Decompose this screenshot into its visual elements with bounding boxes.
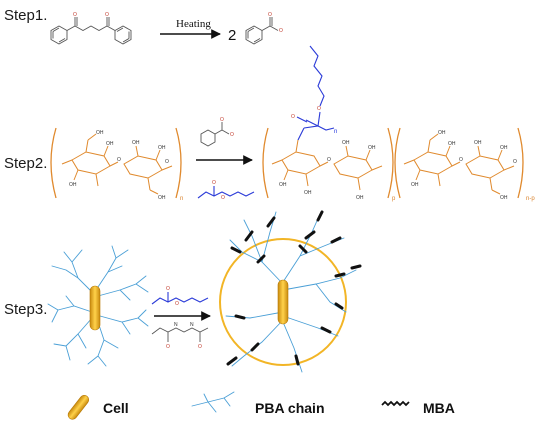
legend: Cell PBA chain MBA <box>67 391 455 420</box>
heating-condition: Heating <box>176 18 211 30</box>
svg-text:OH: OH <box>132 140 140 146</box>
legend-pba-chain-label: PBA chain <box>255 400 325 416</box>
subscript-n: n <box>180 196 183 202</box>
svg-text:O: O <box>220 117 224 123</box>
svg-text:O: O <box>221 195 225 201</box>
cell-rod-icon <box>277 279 289 325</box>
svg-text:OH: OH <box>474 140 482 146</box>
cellulose-repeat-unit: OH OH OH O OH OH OH O n <box>50 127 183 202</box>
svg-text:OH: OH <box>96 130 104 136</box>
svg-text:OH: OH <box>448 141 456 147</box>
svg-text:OH: OH <box>438 130 446 136</box>
svg-text:OH: OH <box>69 182 77 188</box>
encapsulation-shell <box>219 238 347 366</box>
svg-text:O: O <box>212 180 216 186</box>
svg-text:O: O <box>165 159 169 165</box>
legend-cell-icon <box>67 395 90 420</box>
crosslinked-cell-product <box>219 210 362 373</box>
svg-text:O: O <box>279 28 283 34</box>
svg-text:O: O <box>175 301 179 307</box>
svg-text:n: n <box>334 129 337 135</box>
svg-text:O: O <box>317 106 321 112</box>
svg-text:OH: OH <box>342 140 350 146</box>
cell-with-pba-chains <box>47 245 149 367</box>
svg-text:O: O <box>73 12 77 18</box>
subscript-p: p <box>392 196 396 202</box>
svg-text:OH: OH <box>500 145 508 151</box>
svg-text:O: O <box>105 12 109 18</box>
subscript-n-minus-p: n-p <box>526 196 535 202</box>
step2-reagents: O O O O <box>197 117 255 201</box>
svg-text:O: O <box>459 157 463 163</box>
legend-cell-label: Cell <box>103 400 129 416</box>
svg-text:N: N <box>190 322 194 328</box>
step3-reagents: O O N N O O <box>151 286 209 350</box>
svg-text:OH: OH <box>106 141 114 147</box>
svg-text:O: O <box>230 132 234 138</box>
cell-rod-icon <box>89 285 101 331</box>
stoichiometric-coefficient: 2 <box>228 27 236 44</box>
svg-text:O: O <box>166 286 170 292</box>
svg-text:OH: OH <box>368 145 376 151</box>
svg-text:OH: OH <box>304 190 312 196</box>
benzoyloxy-radical-structure: O O <box>245 12 283 45</box>
svg-text:O: O <box>166 344 170 350</box>
step1-label: Step1. <box>4 7 47 24</box>
svg-text:O: O <box>117 157 121 163</box>
legend-mba-icon <box>381 400 410 407</box>
legend-mba-label: MBA <box>423 400 455 416</box>
svg-text:OH: OH <box>158 195 166 201</box>
svg-text:OH: OH <box>500 195 508 201</box>
grafted-cellulose-product: OH OH O OH OH OH p O n O OH OH <box>262 45 535 202</box>
benzoyl-peroxide-structure: O O <box>50 12 132 45</box>
mba-crosslinks <box>226 210 362 366</box>
svg-text:O: O <box>327 157 331 163</box>
svg-text:O: O <box>268 12 272 18</box>
svg-text:OH: OH <box>356 195 364 201</box>
svg-text:O: O <box>291 114 295 120</box>
svg-text:OH: OH <box>279 182 287 188</box>
svg-text:N: N <box>174 322 178 328</box>
svg-text:O: O <box>198 344 202 350</box>
svg-text:OH: OH <box>411 182 419 188</box>
svg-text:O: O <box>513 159 517 165</box>
svg-text:OH: OH <box>158 145 166 151</box>
step3-label: Step3. <box>4 301 47 318</box>
legend-pba-chain-icon <box>191 391 235 413</box>
step2-label: Step2. <box>4 155 47 172</box>
